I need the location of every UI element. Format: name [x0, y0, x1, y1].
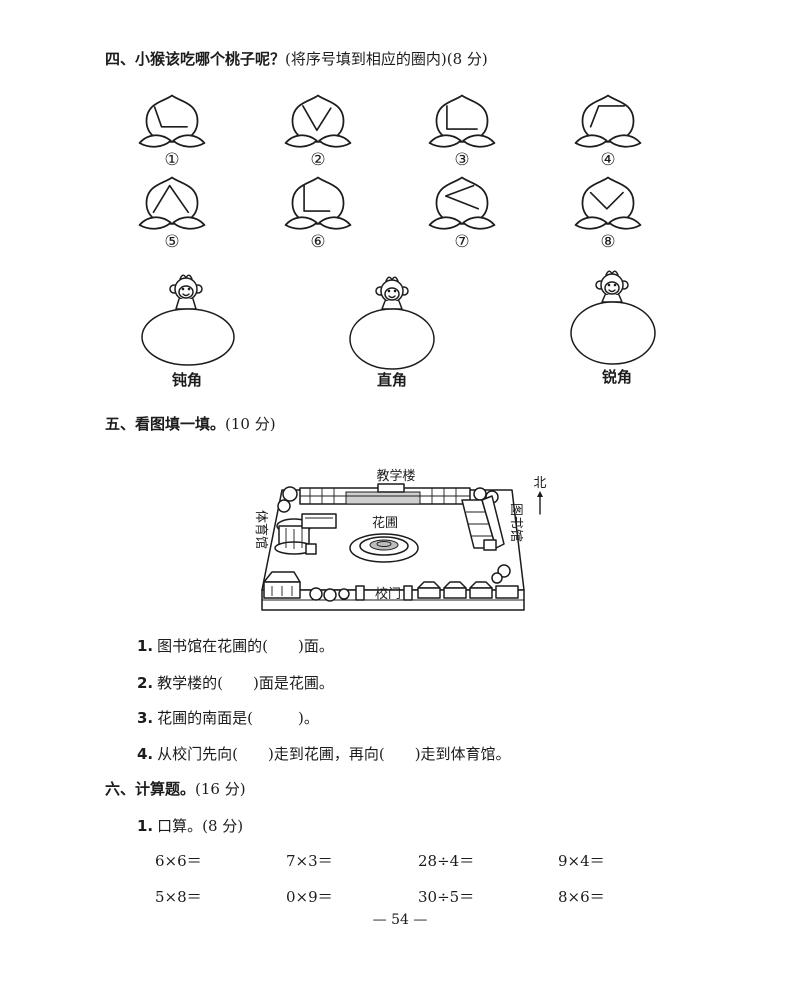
map-label-gym: 体育馆 — [253, 510, 268, 550]
subquestion-mental-math: 1.口算。(8 分) — [137, 816, 243, 836]
calc-item: 28÷4＝ — [418, 852, 475, 870]
calc-item: 9×4＝ — [558, 852, 605, 870]
monkey-circles-area — [141, 270, 656, 370]
peach-number: ⑦ — [454, 232, 470, 252]
question-number: 3. — [137, 709, 154, 727]
angle-lines — [303, 184, 331, 212]
peach-number: ① — [164, 150, 180, 170]
calc-item: 5×8＝ — [155, 888, 202, 906]
peach-icon — [284, 176, 352, 230]
peach-icon — [428, 176, 496, 230]
section5-note: (10 分) — [225, 415, 276, 433]
question-text: 花圃的南面是( )。 — [157, 709, 319, 727]
peach-number: ② — [310, 150, 326, 170]
school-gate — [355, 585, 413, 601]
question-4: 4.从校门先向( )走到花圃，再向( )走到体育馆。 — [137, 744, 511, 764]
library-building — [461, 495, 505, 551]
peach-icon — [428, 94, 496, 148]
monkey-icon — [169, 274, 203, 310]
question-text: 从校门先向( )走到花圃，再向( )走到体育馆。 — [157, 745, 511, 763]
section4-note: (将序号填到相应的圈内)(8 分) — [285, 50, 488, 68]
angle-lines — [444, 184, 480, 210]
peach-icon — [138, 94, 206, 148]
section5-heading: 五、看图填一填。(10 分) — [105, 414, 276, 434]
peach-6: ⑥ — [278, 174, 358, 251]
peach-4: ④ — [568, 92, 648, 169]
angle-lines — [589, 105, 626, 128]
angle-lines — [589, 191, 624, 210]
question-1: 1.图书馆在花圃的( )面。 — [137, 636, 334, 656]
peach-3: ③ — [422, 92, 502, 169]
angle-lines — [152, 184, 190, 214]
peach-icon — [574, 94, 642, 148]
answer-circle-obtuse — [141, 308, 235, 366]
north-arrow-icon — [537, 491, 543, 515]
section5-title: 五、看图填一填。 — [105, 415, 226, 433]
gym-building — [274, 513, 337, 555]
calc-item: 30÷5＝ — [418, 888, 475, 906]
peach-icon — [574, 176, 642, 230]
question-number: 2. — [137, 674, 154, 692]
peach-5: ⑤ — [132, 174, 212, 251]
front-left-building — [263, 571, 301, 599]
map-label-teaching-building: 教学楼 — [376, 468, 415, 484]
monkey-icon — [595, 270, 629, 303]
calc-item: 0×9＝ — [286, 888, 333, 906]
map-label-library: 图书馆 — [508, 503, 523, 543]
answer-circle-acute — [570, 301, 656, 365]
map-label-gate: 校门 — [375, 586, 401, 602]
question-text: 教学楼的( )面是花圃。 — [157, 674, 334, 692]
peach-number: ④ — [600, 150, 616, 170]
question-text: 图书馆在花圃的( )面。 — [157, 637, 334, 655]
teaching-building — [299, 483, 471, 505]
section6-heading: 六、计算题。(16 分) — [105, 779, 246, 799]
monkey-icon — [375, 276, 409, 310]
circle-label-right: 直角 — [376, 371, 407, 389]
question-number: 4. — [137, 745, 154, 763]
question-number: 1. — [137, 637, 154, 655]
calc-item: 7×3＝ — [286, 852, 333, 870]
answer-circle-right — [349, 308, 435, 370]
peach-icon — [138, 176, 206, 230]
angle-lines — [153, 106, 188, 128]
question-2: 2.教学楼的( )面是花圃。 — [137, 673, 334, 693]
section4-heading: 四、小猴该吃哪个桃子呢？(将序号填到相应的圈内)(8 分) — [105, 49, 488, 69]
peach-icon — [284, 94, 352, 148]
map-label-garden: 花圃 — [372, 515, 398, 531]
calc-item: 6×6＝ — [155, 852, 202, 870]
angle-lines — [446, 105, 478, 130]
map-label-north: 北 — [533, 476, 546, 491]
circle-label-obtuse: 钝角 — [171, 371, 202, 389]
peach-number: ⑥ — [310, 232, 326, 252]
circle-label-acute: 锐角 — [601, 368, 632, 386]
peach-1: ① — [132, 92, 212, 169]
section4-title: 四、小猴该吃哪个桃子呢？ — [105, 50, 286, 68]
peach-7: ⑦ — [422, 174, 502, 251]
flower-garden — [349, 533, 419, 563]
peach-8: ⑧ — [568, 174, 648, 251]
question-text: 口算。(8 分) — [157, 817, 244, 835]
peach-2: ② — [278, 92, 358, 169]
peach-number: ⑧ — [600, 232, 616, 252]
angle-lines — [302, 105, 332, 132]
front-right-houses — [417, 581, 519, 599]
peach-number: ⑤ — [164, 232, 180, 252]
page-number: — 54 — — [372, 912, 428, 928]
peach-number: ③ — [454, 150, 470, 170]
question-number: 1. — [137, 817, 154, 835]
question-3: 3.花圃的南面是( )。 — [137, 708, 319, 728]
section6-title: 六、计算题。 — [105, 780, 196, 798]
section6-note: (16 分) — [195, 780, 246, 798]
campus-map: 教学楼 北 — [261, 468, 547, 611]
calc-item: 8×6＝ — [558, 888, 605, 906]
